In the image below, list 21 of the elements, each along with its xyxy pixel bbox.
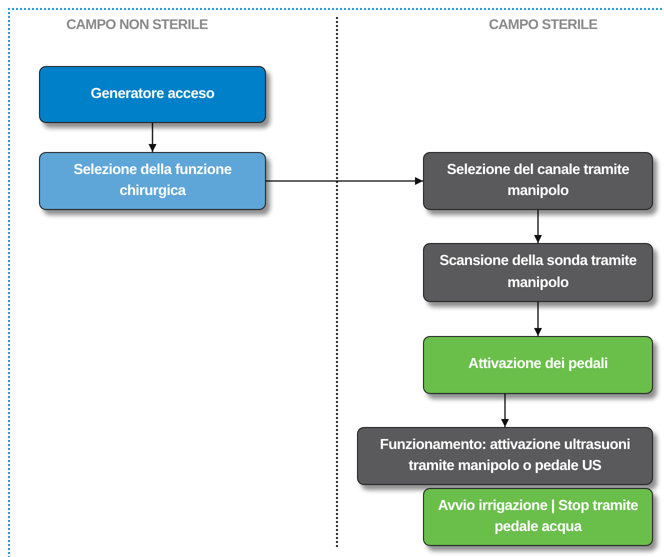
arrow	[501, 394, 509, 427]
process-box	[423, 243, 653, 302]
process-label: Funzionamento: attivazione ultrasuoni tramite manipolo o pedale US	[378, 436, 632, 476]
process-box	[357, 427, 653, 485]
process-box	[423, 152, 653, 210]
process-label: Selezione del canale tramite manipolo	[446, 160, 630, 201]
process-box	[39, 66, 266, 123]
arrow	[266, 177, 423, 185]
arrow	[534, 302, 542, 336]
process-box	[423, 336, 653, 394]
field-heading: CAMPO STERILE	[488, 16, 598, 32]
arrow	[534, 210, 542, 243]
process-box	[39, 152, 266, 210]
process-label: Avvio irrigazione | Stop tramite pedale acqua	[436, 496, 640, 537]
field-heading: CAMPO NON STERILE	[65, 16, 209, 32]
process-label: Selezione della funzione chirurgica	[72, 160, 232, 201]
process-label: Attivazione dei pedali	[468, 355, 608, 374]
process-label: Generatore acceso	[90, 84, 214, 104]
arrow	[148, 123, 156, 152]
process-label: Scansione della sonda tramite manipolo	[438, 252, 638, 292]
process-box	[423, 488, 653, 546]
